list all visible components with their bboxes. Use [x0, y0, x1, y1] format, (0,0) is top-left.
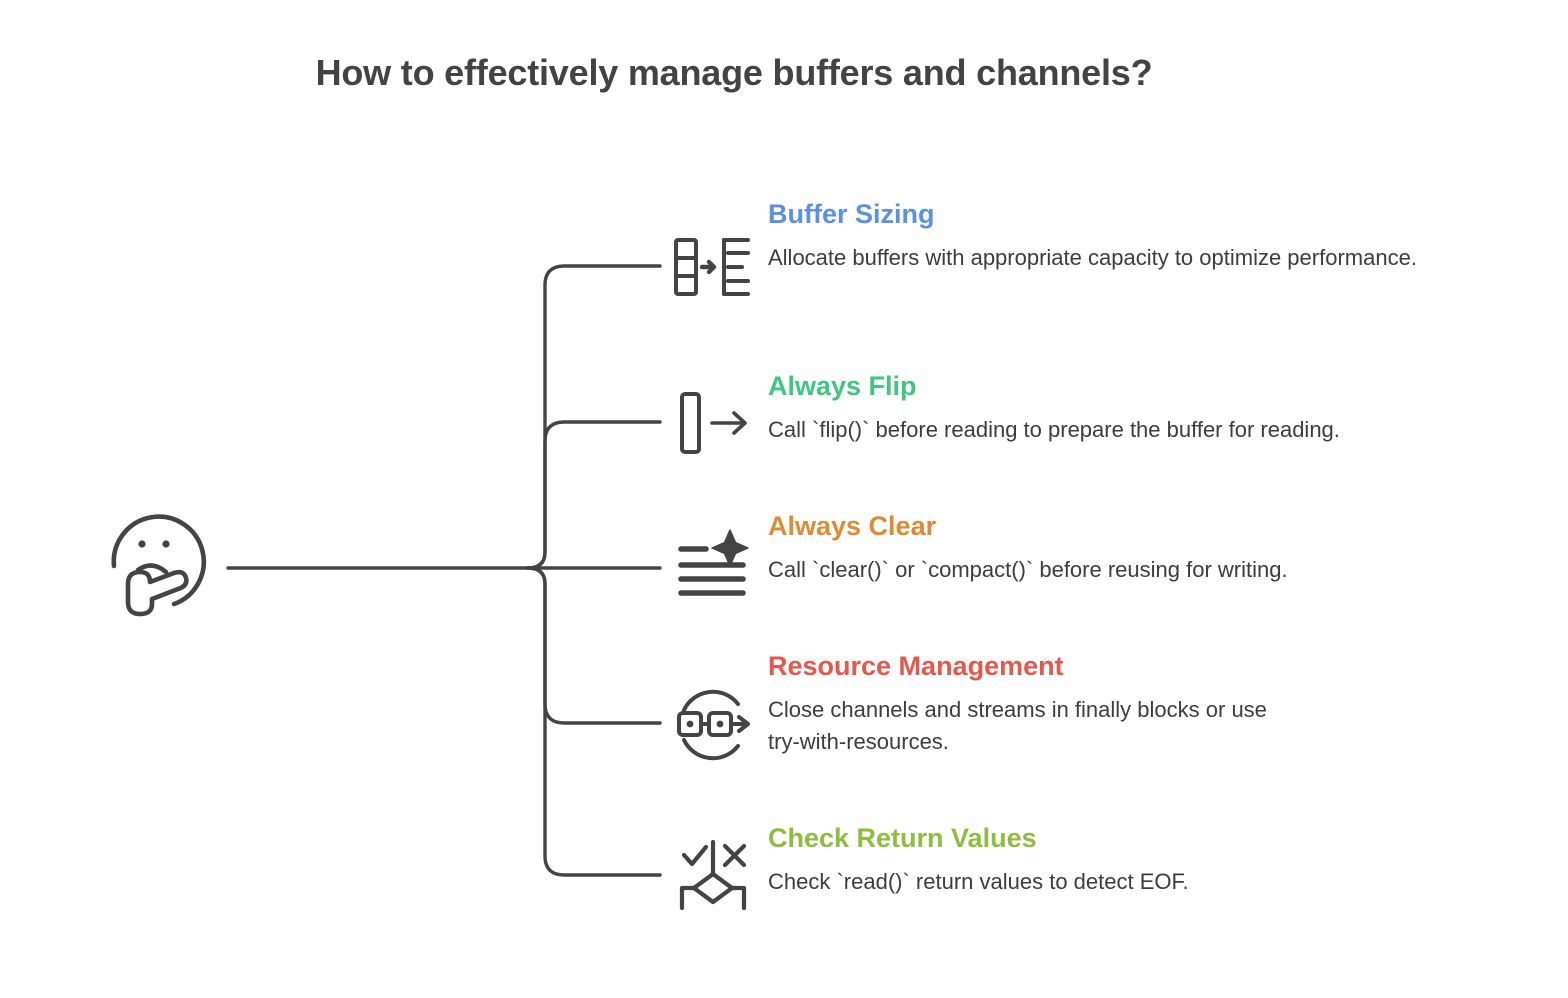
branch-line-5	[526, 566, 662, 877]
branch-line-2	[526, 420, 662, 570]
branch-always-flip: Always Flip Call `flip()` before reading…	[768, 371, 1488, 446]
branch-buffer-sizing: Buffer Sizing Allocate buffers with appr…	[768, 199, 1418, 274]
branch-title: Always Flip	[768, 371, 917, 401]
branch-title: Buffer Sizing	[768, 199, 935, 229]
branch-check-return-values: Check Return Values Check `read()` retur…	[768, 823, 1328, 898]
branch-title: Always Clear	[768, 511, 937, 541]
branch-description: Call `flip()` before reading to prepare …	[768, 416, 1340, 442]
lines-sparkle-icon	[678, 529, 749, 596]
branch-description: Close channels and streams in finally bl…	[768, 696, 1267, 754]
branch-description: Check `read()` return values to detect E…	[768, 868, 1189, 894]
branch-line-1	[526, 264, 662, 570]
branch-always-clear: Always Clear Call `clear()` or `compact(…	[768, 511, 1428, 586]
branch-title: Check Return Values	[768, 823, 1037, 853]
buffer-arrow-icon	[680, 392, 747, 454]
thinking-face-icon	[111, 514, 207, 617]
page-title: How to effectively manage buffers and ch…	[315, 52, 1153, 93]
branch-line-4	[526, 566, 662, 725]
branch-description: Call `clear()` or `compact()` before reu…	[768, 556, 1288, 582]
buffer-to-list-icon	[674, 238, 750, 296]
resource-cycle-icon	[677, 689, 750, 761]
branch-description: Allocate buffers with appropriate capaci…	[768, 244, 1417, 270]
branch-resource-management: Resource Management Close channels and s…	[768, 651, 1293, 757]
branch-title: Resource Management	[768, 651, 1064, 681]
decision-diamond-icon	[679, 839, 747, 911]
